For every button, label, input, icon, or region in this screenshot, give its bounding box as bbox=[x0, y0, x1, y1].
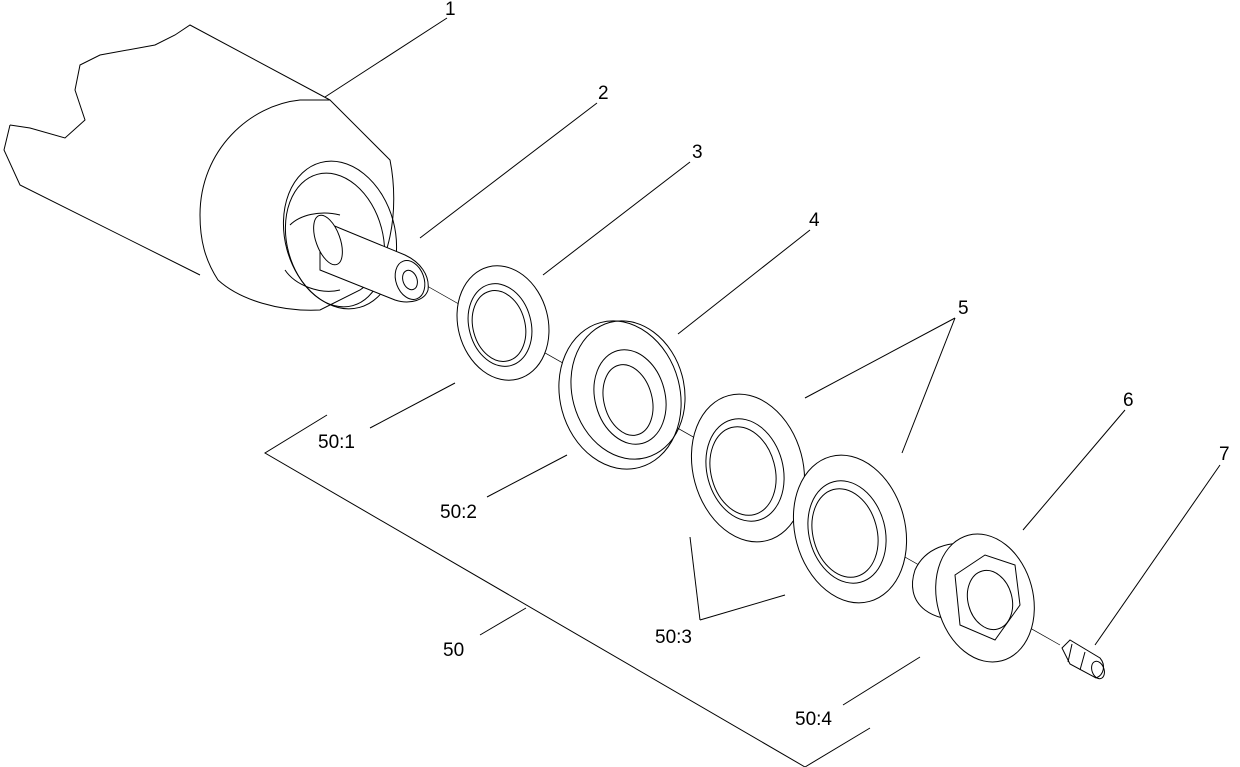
seal-part-5a bbox=[690, 393, 806, 543]
callout-4: 4 bbox=[809, 210, 820, 231]
callout-50-4: 50:4 bbox=[795, 709, 832, 730]
callout-50-1: 50:1 bbox=[318, 432, 355, 453]
bearing-part-4 bbox=[558, 320, 686, 470]
assembly-50-bracket bbox=[264, 414, 871, 767]
callout-5: 5 bbox=[958, 298, 969, 319]
callout-2: 2 bbox=[598, 83, 609, 104]
callout-50: 50 bbox=[443, 640, 464, 661]
grease-fitting-part-7 bbox=[1061, 639, 1105, 680]
callout-50-3: 50:3 bbox=[655, 627, 692, 648]
callout-6: 6 bbox=[1123, 390, 1134, 411]
seal-part-5b bbox=[792, 454, 908, 604]
callout-3: 3 bbox=[692, 142, 703, 163]
seal-part-3 bbox=[456, 265, 550, 381]
callout-1: 1 bbox=[445, 0, 456, 20]
nut-part-6 bbox=[912, 533, 1035, 663]
shaft-part-2 bbox=[313, 214, 429, 303]
leader-lines bbox=[324, 17, 1221, 706]
callout-50-2: 50:2 bbox=[440, 502, 477, 523]
callout-7: 7 bbox=[1219, 444, 1230, 465]
